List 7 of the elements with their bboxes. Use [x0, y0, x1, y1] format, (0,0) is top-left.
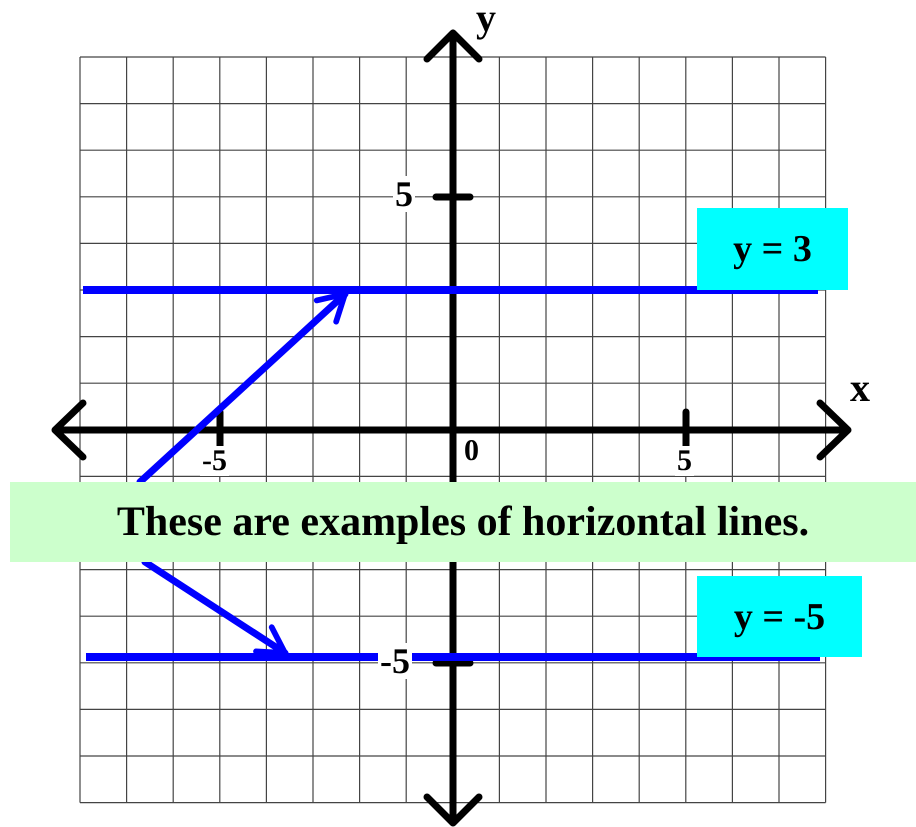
tick-label: -5: [378, 643, 412, 679]
tick-label: -5: [200, 446, 229, 476]
equation-label: y = -5: [697, 576, 862, 657]
callout-text: These are examples of horizontal lines.: [10, 482, 916, 562]
equation-label: y = 3: [697, 208, 848, 290]
tick-label: 5: [675, 446, 694, 476]
tick-label: 5: [393, 176, 415, 212]
